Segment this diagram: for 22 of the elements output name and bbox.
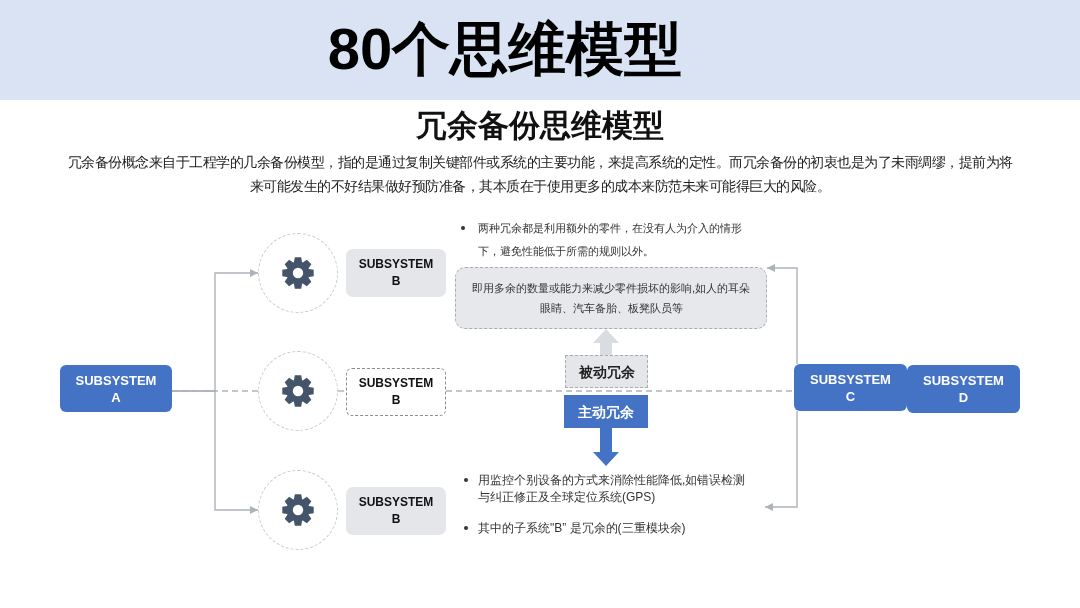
dashed-line (337, 390, 347, 392)
dashed-box: SUBSYSTEM B (346, 368, 446, 416)
process-box: SUBSYSTEM B (346, 487, 446, 535)
process-box: SUBSYSTEM D (907, 365, 1020, 413)
subtitle: 冗余备份思维模型 (416, 107, 664, 145)
arrow (764, 410, 798, 511)
arrow (766, 264, 798, 365)
title: 80个思维模型 (327, 15, 683, 83)
process-box: SUBSYSTEM B (346, 249, 446, 297)
label-box: 主动冗余 (564, 395, 648, 428)
bullet-text: 其中的子系统"B” 是冗余的(三重模块余) (478, 519, 687, 537)
dashed-line (445, 390, 795, 392)
process-box: SUBSYSTEM A (60, 365, 172, 412)
block-arrow (593, 428, 619, 466)
arrow (171, 390, 259, 514)
note-box: 即用多余的数量或能力来减少零件损坏的影响,如人的耳朵眼睛、汽车备胎、板凳队员等 (455, 267, 767, 329)
process-box: SUBSYSTEM C (794, 364, 907, 411)
bullet-text: 用监控个别设备的方式来消除性能降低,如错误检测与纠正修正及全球定位系统(GPS) (478, 471, 747, 506)
block-arrow (593, 329, 619, 355)
label-box: 被动冗余 (565, 355, 648, 388)
bullet-text: 两种冗余都是利用额外的零件，在没有人为介入的情形下，避免性能低于所需的规则以外。 (478, 220, 743, 259)
description-text: 冗余备份概念来自于工程学的几余备份模型，指的是通过复制关键部件或系统的主要功能，来提高系统的定性。而冗余备份的初衷也是为了未雨绸缪，提前为将来可能发生的不好结果做好预防准备，其本质在于使用更多的成本来防范未来可能得巨大的风险。 (66, 153, 1014, 196)
